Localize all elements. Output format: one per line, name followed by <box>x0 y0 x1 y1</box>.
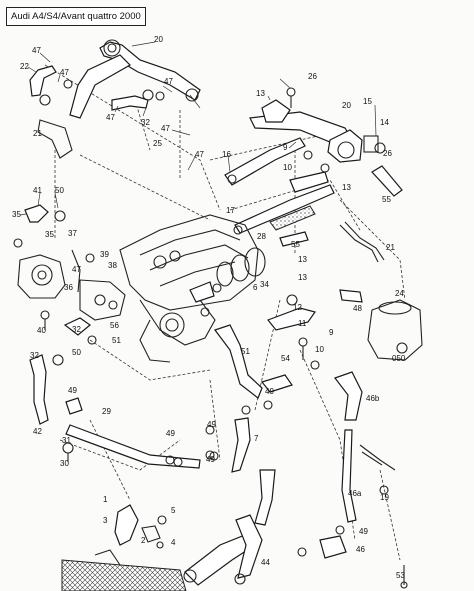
callout-labels: 20 47 22 47 47 32 47 21 26 13 20 15 14 4… <box>12 35 406 580</box>
callout-label: 48 <box>353 304 362 313</box>
guide-lines <box>44 64 406 561</box>
callout-label: 35 <box>45 230 54 239</box>
callout-label: 16 <box>222 150 231 159</box>
callout-label: 49 <box>207 420 216 429</box>
callout-label: 47 <box>161 124 170 133</box>
callout-label: 46a <box>348 489 362 498</box>
callout-label: 13 <box>256 89 265 98</box>
callout-label: 2 <box>141 536 146 545</box>
callout-label: 50 <box>55 186 64 195</box>
callout-label: 49 <box>68 386 77 395</box>
callout-label: 47 <box>72 265 81 274</box>
callout-label: 14 <box>380 118 389 127</box>
callout-label: 13 <box>298 255 307 264</box>
callout-label: 51 <box>112 336 121 345</box>
lower-left-hose <box>29 354 83 425</box>
radiator <box>61 549 187 591</box>
callout-label: 40 <box>37 326 46 335</box>
callout-label: 11 <box>298 319 307 328</box>
callout-label: 31 <box>62 436 71 445</box>
callout-label: 20 <box>154 35 163 44</box>
callout-label: 9 <box>329 328 334 337</box>
callout-label: 25 <box>153 139 162 148</box>
callout-label: 4 <box>171 538 176 547</box>
callout-label: 35 <box>12 210 21 219</box>
leader-lines <box>19 41 377 216</box>
callout-label: 050 <box>392 354 406 363</box>
callout-label: 28 <box>257 232 266 241</box>
callout-label: 3 <box>103 516 108 525</box>
callout-label: 21 <box>386 243 395 252</box>
callout-label: 32 <box>30 351 39 360</box>
callout-label: 5 <box>171 506 176 515</box>
callout-label: 47 <box>195 150 204 159</box>
engine-block <box>119 214 266 363</box>
callout-label: 38 <box>108 261 117 270</box>
callout-label: 55 <box>382 195 391 204</box>
callout-label: 34 <box>260 280 269 289</box>
callout-label: 19 <box>380 493 389 502</box>
callout-label: 15 <box>363 97 372 106</box>
callout-label: 17 <box>226 206 235 215</box>
heater-pipes <box>249 87 403 197</box>
middle-lower-hoses <box>173 294 320 473</box>
callout-label: 39 <box>100 250 109 259</box>
callout-label: 13 <box>342 183 351 192</box>
callout-label: 6 <box>253 283 258 292</box>
callout-label: 42 <box>33 427 42 436</box>
callout-label: 49 <box>206 455 215 464</box>
callout-label: 53 <box>396 571 405 580</box>
callout-label: 47 <box>164 77 173 86</box>
callout-label: 24 <box>395 289 404 298</box>
callout-label: 49 <box>265 387 274 396</box>
callout-label: 47 <box>60 68 69 77</box>
expansion-tank <box>319 289 423 589</box>
callout-label: 10 <box>283 163 292 172</box>
callout-label: 32 <box>141 118 150 127</box>
callout-label: 7 <box>254 434 259 443</box>
callout-label: 36 <box>64 283 73 292</box>
callout-label: 21 <box>33 129 42 138</box>
diagram-title: Audi A4/S4/Avant quattro 2000 <box>6 7 146 26</box>
callout-label: 30 <box>60 459 69 468</box>
callout-label: 1 <box>103 495 108 504</box>
callout-label: 26 <box>308 72 317 81</box>
callout-label: 29 <box>102 407 111 416</box>
callout-label: 46 <box>356 545 365 554</box>
callout-label: 47 <box>32 46 41 55</box>
callout-label: 26 <box>383 149 392 158</box>
callout-label: 56 <box>110 321 119 330</box>
callout-label: 9 <box>283 143 288 152</box>
callout-label: 41 <box>33 186 42 195</box>
callout-label: 49 <box>166 429 175 438</box>
left-pump-assembly <box>13 204 126 345</box>
callout-label: 12 <box>293 303 302 312</box>
callout-label: 51 <box>241 347 250 356</box>
callout-label: 44 <box>261 558 270 567</box>
callout-label: 37 <box>68 229 77 238</box>
callout-label: 22 <box>20 62 29 71</box>
lower-pipe-assembly <box>62 424 215 469</box>
coolant-pipes-center <box>224 137 385 263</box>
callout-label: 13 <box>298 273 307 282</box>
callout-label: 50 <box>72 348 81 357</box>
callout-label: 47 <box>106 113 115 122</box>
callout-label: 49 <box>359 527 368 536</box>
callout-label: 10 <box>315 345 324 354</box>
callout-label: 20 <box>342 101 351 110</box>
callout-label: 32 <box>72 325 81 334</box>
callout-label: 54 <box>281 354 290 363</box>
upper-coolant-pipe <box>29 39 201 159</box>
callout-label: 46b <box>366 394 380 403</box>
bottom-hoses <box>114 469 307 586</box>
callout-label: 55 <box>291 240 300 249</box>
